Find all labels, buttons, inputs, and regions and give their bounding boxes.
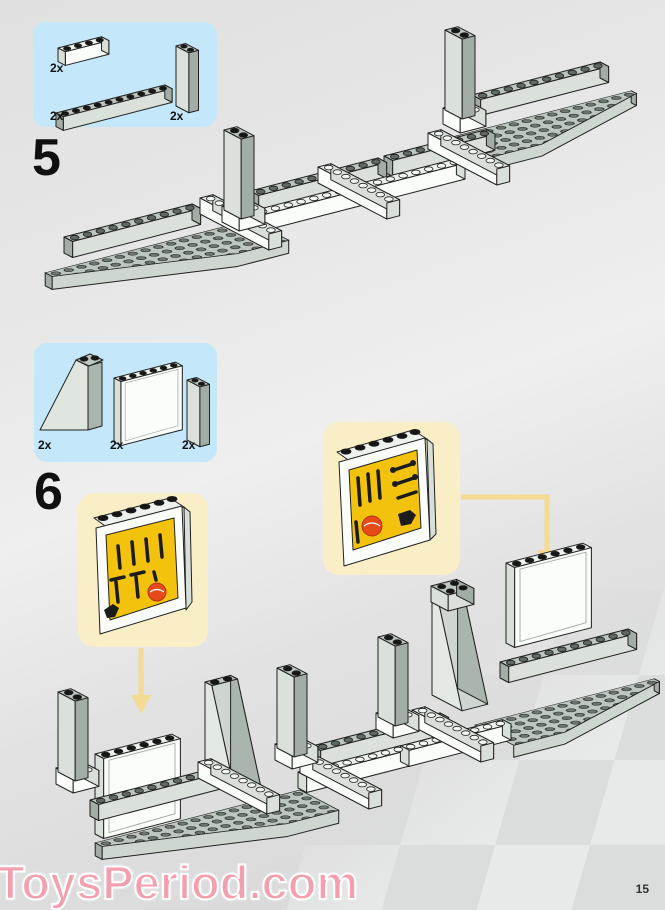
sticker-logo-red xyxy=(361,515,383,537)
step6-parts-illustration xyxy=(40,354,210,448)
brick-1x2x5-gray xyxy=(444,26,476,120)
right-wedge-wing xyxy=(451,91,638,169)
sticker-panel-right-callout xyxy=(337,428,436,566)
part-count-label: 2x xyxy=(170,109,184,123)
part-count-label: 2x xyxy=(50,61,64,75)
sticker-panel-left-callout xyxy=(94,495,192,634)
left-wedge-wing xyxy=(44,219,290,293)
step5-assembly-illustration xyxy=(44,26,638,293)
brick-1x2x5-gray xyxy=(186,377,210,448)
wedge-slope-gray xyxy=(431,592,489,712)
sticker-logo-red xyxy=(147,582,167,602)
sticker-oil-can xyxy=(104,604,119,618)
panel-1x6x5-white xyxy=(505,542,592,648)
sticker-tools xyxy=(356,462,418,507)
brick-1x2x5-gray xyxy=(175,43,199,114)
step6-assembly-illustration xyxy=(55,542,661,863)
part-count-label: 2x xyxy=(110,438,124,452)
wedge-slope-gray xyxy=(40,354,103,430)
right-wedge-wing xyxy=(474,679,661,757)
brick-1x4-white xyxy=(57,36,110,66)
sticker-wrench-heads xyxy=(390,460,418,487)
brick-1x2x5-gray xyxy=(57,688,89,782)
watermark-text: ToysPeriod.com xyxy=(0,855,359,910)
part-count-label: 2x xyxy=(182,438,196,452)
brick-1x2x5-gray xyxy=(377,633,409,727)
page-number: 15 xyxy=(635,882,649,896)
part-count-label: 2x xyxy=(38,438,52,452)
arrow-right xyxy=(461,494,550,554)
sticker-tools xyxy=(109,533,164,604)
brick-1x10-gray xyxy=(55,84,173,131)
brick-1x2x5-gray xyxy=(276,664,308,758)
panel-1x6x5-white xyxy=(113,361,183,447)
part-count-label: 2x xyxy=(50,109,64,123)
brick-1x2x5-gray xyxy=(223,126,255,220)
step6-number: 6 xyxy=(34,463,63,521)
sticker-spray-gun xyxy=(398,510,416,526)
step5-number: 5 xyxy=(32,129,61,187)
